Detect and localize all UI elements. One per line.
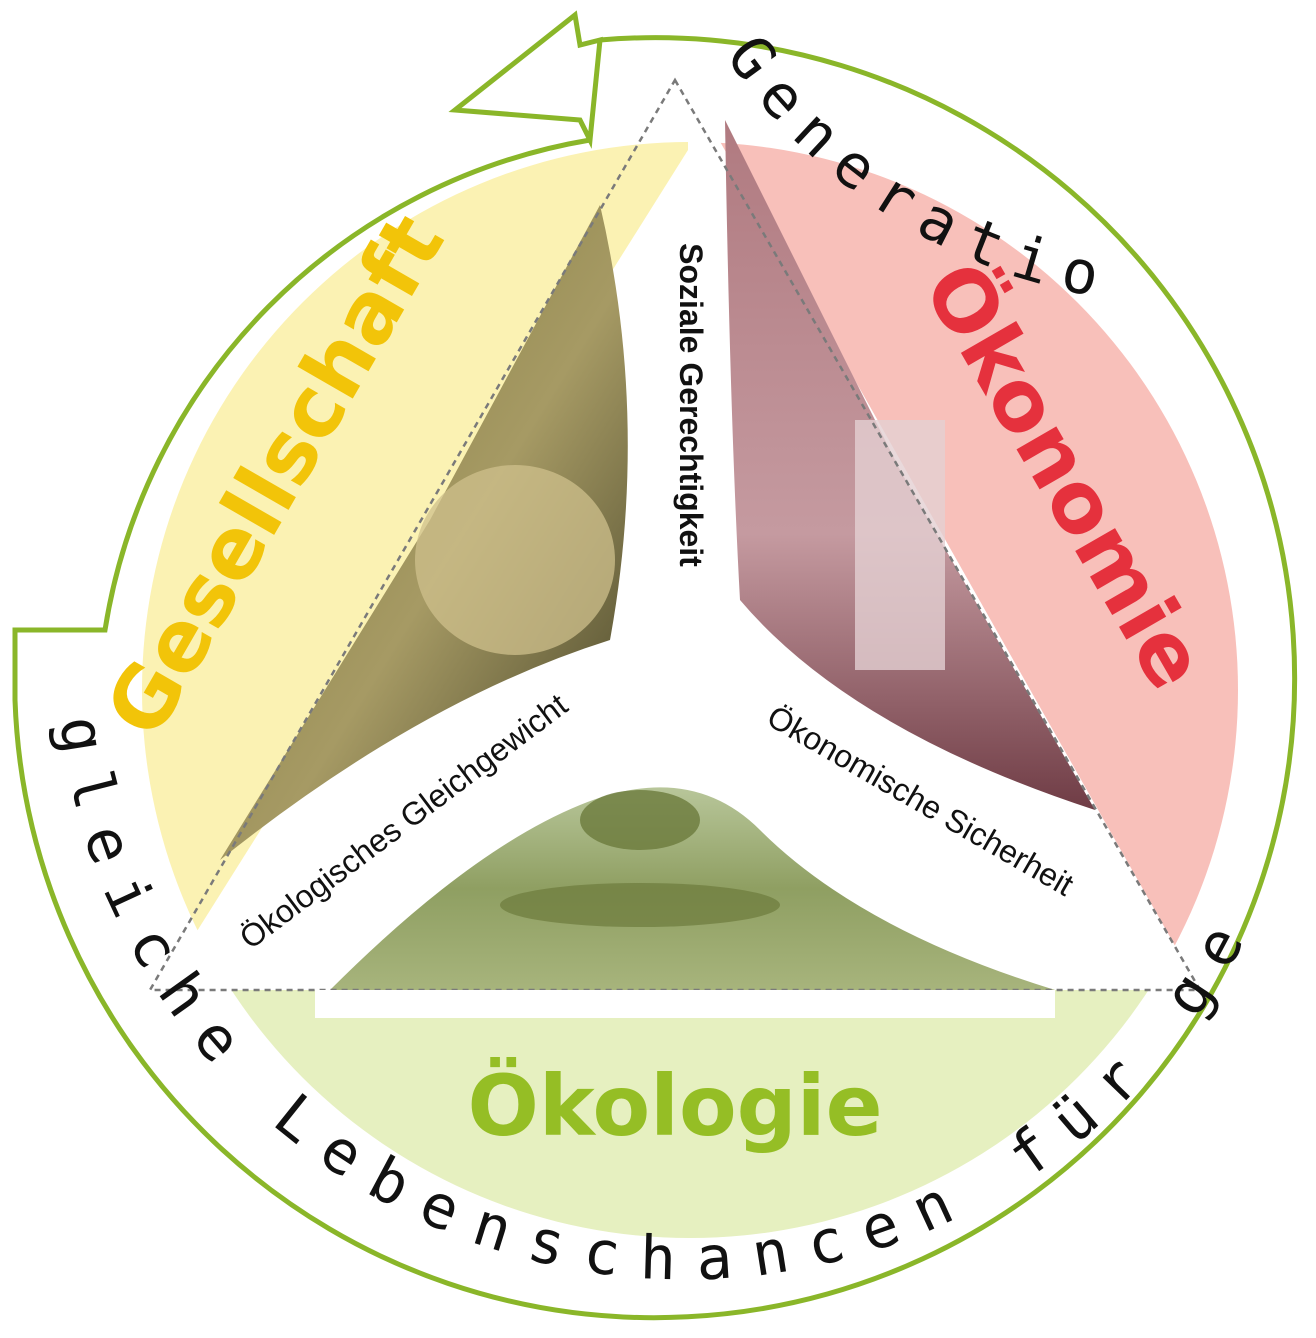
outer-ring-arc	[12, 35, 1298, 1321]
pillar-label-ecology: Ökologie	[467, 1057, 882, 1155]
tree-row	[500, 883, 780, 927]
tree-cluster	[580, 790, 700, 850]
tower-photo	[725, 120, 1095, 810]
goal-label-social: Soziale Gerechtigkeit	[673, 243, 709, 567]
tower-body	[855, 420, 945, 670]
child-face	[415, 465, 615, 655]
arrow-head-icon	[448, 10, 603, 149]
photo-wedges	[220, 120, 1095, 990]
cycle-arrow	[12, 10, 1298, 1321]
base-bar	[315, 990, 1055, 1018]
